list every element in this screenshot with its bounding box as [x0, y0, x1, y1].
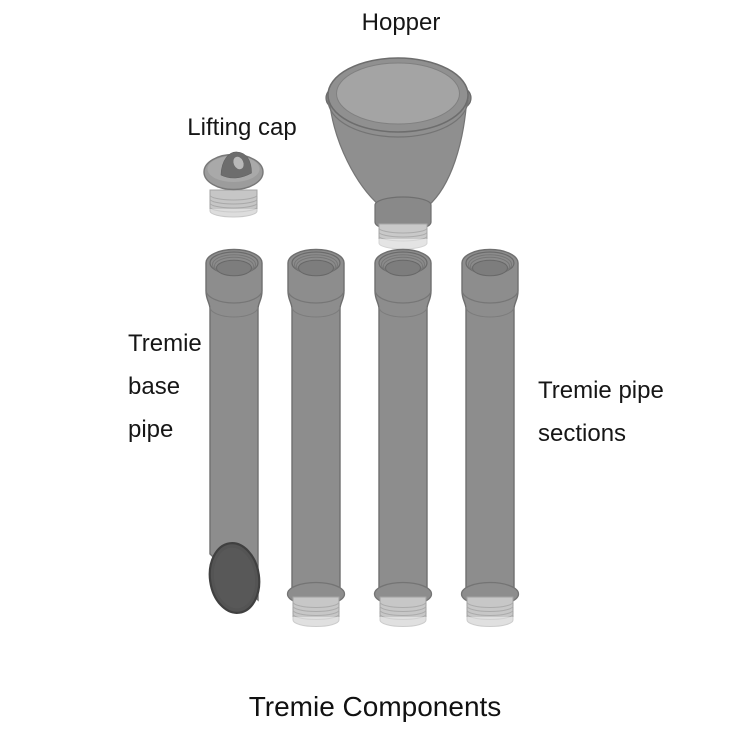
lifting-cap-lug-hole: [233, 156, 244, 170]
hopper-graphic: [325, 57, 472, 251]
pipe-sections-label-line-1: Tremie pipe: [538, 377, 664, 404]
lifting-cap-label: Lifting cap: [187, 114, 297, 141]
tremie-pipe-section-1-graphic: [288, 250, 345, 633]
hopper-label: Hopper: [361, 9, 441, 36]
tremie-pipe-section-3-graphic: [462, 250, 519, 633]
hopper-inner-surface: [336, 62, 460, 125]
lifting-cap-graphic: [203, 151, 264, 219]
base-pipe-label-line-1: Tremie: [128, 330, 202, 357]
base-pipe-label-line-2: base: [128, 373, 181, 400]
diagram-title: Tremie Components: [248, 691, 502, 722]
lifting-cap-threads: [209, 189, 258, 218]
pipe-sections-label-line-2: sections: [538, 420, 627, 447]
base-pipe-label-line-3: pipe: [128, 416, 174, 443]
tremie-pipe-section-2-graphic: [375, 250, 432, 633]
tremie-base-pipe-graphic: [205, 250, 263, 617]
